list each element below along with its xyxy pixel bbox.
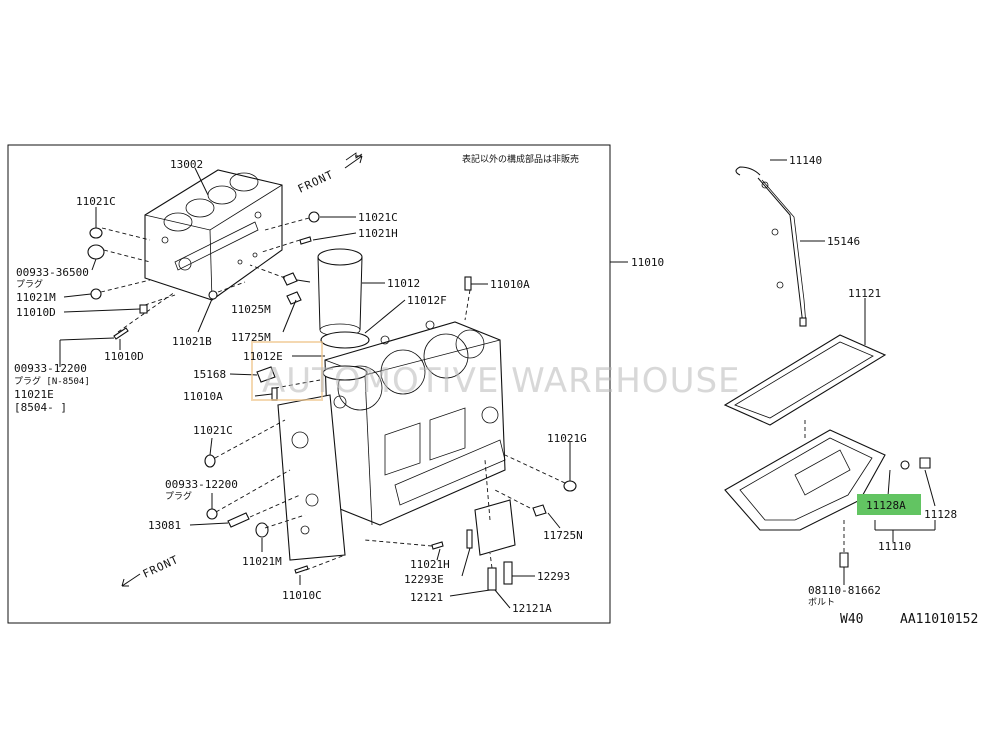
bearing-cap-12293 [474, 499, 516, 556]
label-plug-c: プラグ [165, 490, 192, 502]
label-11121: 11121 [848, 287, 881, 300]
plug-11021C-c [204, 454, 216, 468]
dowel-11010A-a [464, 276, 472, 291]
label-bolt: ボルト [808, 597, 835, 608]
label-00933-36500: 00933-36500 [16, 266, 89, 279]
label-00933-12200-b: 00933-12200 [165, 478, 238, 491]
dipstick-11140 [735, 166, 807, 327]
label-plug-a: プラグ [16, 278, 43, 290]
label-00933-12200-a: 00933-12200 [14, 362, 87, 375]
label-15168: 15168 [193, 368, 226, 381]
front-arrow-top: FRONT [296, 152, 363, 196]
plug-11021H-b [431, 541, 444, 550]
switch-11725M [286, 291, 302, 305]
label-11021C-b: 11021C [358, 211, 398, 224]
watermark-logo-box [251, 341, 323, 401]
plug-11021M-b [255, 522, 269, 538]
label-11725N: 11725N [543, 529, 583, 542]
label-11025M: 11025M [231, 303, 271, 316]
label-13002: 13002 [170, 158, 203, 171]
part-labels: 13002 11021C 11021C 11021H 00933-36500 プ… [14, 154, 957, 615]
oil-pan-gasket-11121 [723, 334, 887, 426]
label-11110: 11110 [878, 540, 911, 553]
label-11140: 11140 [789, 154, 822, 167]
label-11010D-a: 11010D [16, 306, 56, 319]
label-11021B: 11021B [172, 335, 212, 348]
alignment-lines [100, 217, 566, 571]
label-11021G: 11021G [547, 432, 587, 445]
label-11021E: 11021E [14, 388, 54, 401]
label-11128: 11128 [924, 508, 957, 521]
label-11021M-b: 11021M [242, 555, 282, 568]
front-arrow-bottom: FRONT [121, 553, 181, 587]
label-12121: 12121 [410, 591, 443, 604]
block-group-frame [7, 144, 611, 624]
dowel-11010D-b [113, 327, 129, 340]
label-11010C: 11010C [282, 589, 322, 602]
label-11010: 11010 [631, 256, 664, 269]
label-11012E: 11012E [243, 350, 283, 363]
label-11012: 11012 [387, 277, 420, 290]
label-11021C-c: 11021C [193, 424, 233, 437]
dowel-12293E [466, 529, 473, 549]
plug-00933-12200-b [206, 508, 218, 520]
label-11021M-a: 11021M [16, 291, 56, 304]
bolt-08110-81662 [839, 552, 849, 568]
label-11012F: 11012F [407, 294, 447, 307]
label-11128A: 11128A [866, 499, 906, 512]
label-15146: 15146 [827, 235, 860, 248]
sensor-15168 [256, 366, 276, 383]
leader-lines [59, 207, 571, 609]
highlight-11128A[interactable] [857, 494, 921, 515]
label-11010A-a: 11010A [490, 278, 530, 291]
footer-code-left: W40 [840, 612, 863, 627]
label-11021H-b: 11021H [410, 558, 450, 571]
cylinder-liner-11012 [317, 248, 370, 381]
label-12293E: 12293E [404, 573, 444, 586]
dowel-11010D-a [139, 304, 148, 314]
note-text: 表記以外の構成部品は非販売 [462, 153, 579, 165]
jet-13081 [227, 512, 250, 528]
plug-11021G [563, 480, 577, 492]
watermark-text: AUTOMOTIVE WAREHOUSE [262, 361, 741, 401]
switch-11025M [282, 272, 298, 286]
footer-code-right: AA11010152 [900, 612, 978, 627]
label-11021C-a: 11021C [76, 195, 116, 208]
label-12121A: 12121A [512, 602, 552, 615]
oil-pan-11110 [724, 420, 886, 531]
label-11010A-b: 11010A [183, 390, 223, 403]
plug-11021C-a [89, 227, 103, 239]
switch-11725N [532, 504, 547, 517]
plug-11021C-b [308, 211, 320, 223]
label-range: [8504- ] [14, 401, 67, 414]
label-11725M: 11725M [231, 331, 271, 344]
cylinder-block [277, 320, 506, 561]
drain-plug-11128 [919, 457, 931, 469]
bolt-12121A [503, 561, 513, 585]
sub-block-13002 [144, 169, 283, 301]
plug-11021H-a [299, 236, 312, 245]
label-11021H-a: 11021H [358, 227, 398, 240]
bolt-12121 [487, 567, 497, 591]
label-11010D-b: 11010D [104, 350, 144, 363]
plug-11021M-a [90, 288, 102, 300]
label-12293: 12293 [537, 570, 570, 583]
label-plug-b: プラグ [N-8504] [14, 375, 90, 387]
plug-11021B [208, 290, 218, 300]
label-13081: 13081 [148, 519, 181, 532]
front-label-bottom: FRONT [141, 553, 181, 581]
front-label-top: FRONT [296, 168, 336, 196]
washer-11128A [900, 460, 910, 470]
plug-00933-36500 [87, 244, 105, 260]
label-08110-81662: 08110-81662 [808, 584, 881, 597]
